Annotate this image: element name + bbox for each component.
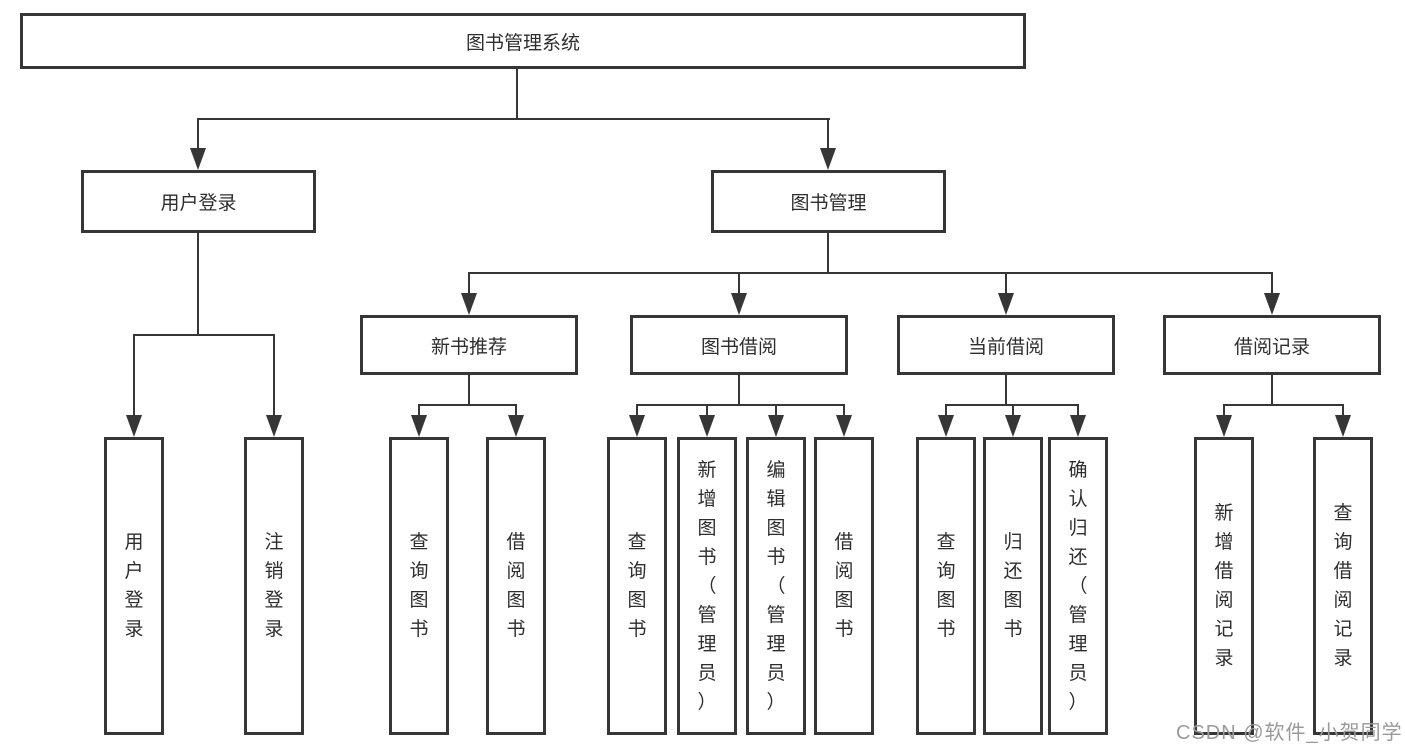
connector-drop — [1077, 404, 1079, 416]
connector-drop — [1223, 404, 1225, 416]
arrow-borrow-record — [1264, 293, 1280, 315]
arrow-user-login — [190, 148, 206, 170]
arrow-leaf-user-login — [126, 415, 142, 437]
leaf-query-book-borrow-label: 查询图书 — [627, 532, 647, 640]
arrow-leaf — [411, 415, 427, 437]
arrow-leaf — [938, 415, 954, 437]
connector-drop — [515, 404, 517, 416]
leaf-query-book-current: 查询图书 — [916, 437, 976, 735]
leaf-query-borrow-record-label: 查询借阅记录 — [1333, 503, 1353, 669]
leaf-add-book-admin-label: 新增图书（管理员） — [697, 459, 717, 713]
connector-user-login-hline — [133, 334, 275, 336]
connector-drop — [843, 404, 845, 416]
node-current-borrow-label: 当前借阅 — [967, 336, 1044, 358]
connector-borrow-record-stub — [1271, 375, 1273, 406]
connector-root-stub — [516, 69, 518, 119]
connector-drop-new-book-recommend — [468, 273, 470, 294]
arrow-new-book-recommend — [461, 293, 477, 315]
connector-current-borrow-stub — [1005, 375, 1007, 406]
connector-book-borrow-stub — [738, 375, 740, 406]
leaf-return-book-label: 归还图书 — [1003, 532, 1023, 640]
leaf-edit-book-admin-label: 编辑图书（管理员） — [766, 459, 786, 713]
leaf-return-book: 归还图书 — [983, 437, 1043, 735]
arrow-leaf-logout — [266, 415, 282, 437]
connector-drop — [945, 404, 947, 416]
arrow-leaf — [1070, 415, 1086, 437]
leaf-query-borrow-record: 查询借阅记录 — [1313, 437, 1373, 735]
connector-drop — [706, 404, 708, 416]
node-book-borrow: 图书借阅 — [630, 315, 848, 375]
leaf-query-book-borrow: 查询图书 — [607, 437, 667, 735]
arrow-leaf — [1335, 415, 1351, 437]
arrow-leaf — [768, 415, 784, 437]
arrow-leaf — [836, 415, 852, 437]
connector-level3-hline — [468, 272, 1273, 274]
leaf-add-borrow-record: 新增借阅记录 — [1194, 437, 1254, 735]
node-new-book-recommend-label: 新书推荐 — [430, 336, 507, 358]
node-user-login-label: 用户登录 — [160, 193, 237, 214]
connector-drop — [775, 404, 777, 416]
connector-drop-current-borrow — [1005, 273, 1007, 294]
connector-new-book-recommend-stub — [468, 375, 470, 406]
leaf-add-book-admin: 新增图书（管理员） — [677, 437, 737, 735]
connector-drop — [636, 404, 638, 416]
connector-book-management-stub — [827, 233, 829, 274]
arrow-book-management — [820, 148, 836, 170]
node-root-label: 图书管理系统 — [465, 32, 580, 54]
arrow-leaf — [1216, 415, 1232, 437]
connector-level2-hline — [197, 118, 830, 120]
node-borrow-record: 借阅记录 — [1163, 315, 1381, 375]
leaf-borrow-book: 借阅图书 — [814, 437, 874, 735]
node-new-book-recommend: 新书推荐 — [360, 315, 578, 375]
leaf-user-login: 用户登录 — [104, 437, 164, 735]
arrow-book-borrow — [731, 293, 747, 315]
arrow-current-borrow — [998, 293, 1014, 315]
leaf-confirm-return-admin-label: 确认归还（管理员） — [1068, 459, 1088, 713]
connector-drop — [418, 404, 420, 416]
connector-drop — [1012, 404, 1014, 416]
node-book-management-label: 图书管理 — [790, 193, 867, 214]
leaf-confirm-return-admin: 确认归还（管理员） — [1048, 437, 1108, 735]
connector-drop-leaf-user-login — [133, 335, 135, 415]
connector-new-book-recommend-hline — [418, 404, 517, 406]
arrow-leaf — [1005, 415, 1021, 437]
leaf-query-book-recommend: 查询图书 — [389, 437, 449, 735]
node-book-borrow-label: 图书借阅 — [700, 336, 777, 358]
leaf-logout: 注销登录 — [244, 437, 304, 735]
leaf-borrow-book-recommend: 借阅图书 — [486, 437, 546, 735]
node-user-login: 用户登录 — [81, 170, 316, 233]
node-current-borrow: 当前借阅 — [897, 315, 1115, 375]
leaf-add-borrow-record-label: 新增借阅记录 — [1214, 503, 1234, 669]
connector-drop-book-management — [827, 120, 829, 150]
node-borrow-record-label: 借阅记录 — [1233, 336, 1310, 358]
leaf-query-book-recommend-label: 查询图书 — [409, 532, 429, 640]
leaf-query-book-current-label: 查询图书 — [936, 532, 956, 640]
arrow-leaf — [699, 415, 715, 437]
connector-borrow-record-hline — [1223, 404, 1344, 406]
leaf-borrow-book-recommend-label: 借阅图书 — [506, 532, 526, 640]
leaf-edit-book-admin: 编辑图书（管理员） — [746, 437, 806, 735]
csdn-watermark: CSDN @软件_小贺同学 — [1176, 722, 1403, 744]
connector-user-login-stub — [197, 233, 199, 336]
connector-drop-borrow-record — [1271, 273, 1273, 294]
leaf-user-login-label: 用户登录 — [124, 532, 144, 640]
node-root: 图书管理系统 — [20, 13, 1026, 69]
connector-drop-book-borrow — [738, 273, 740, 294]
node-book-management: 图书管理 — [711, 170, 946, 233]
connector-book-borrow-hline — [636, 404, 845, 406]
connector-drop-user-login — [197, 120, 199, 150]
connector-drop-leaf-logout — [273, 335, 275, 415]
arrow-leaf — [508, 415, 524, 437]
connector-drop — [1342, 404, 1344, 416]
leaf-borrow-book-label: 借阅图书 — [834, 532, 854, 640]
arrow-leaf — [629, 415, 645, 437]
leaf-logout-label: 注销登录 — [264, 532, 284, 640]
